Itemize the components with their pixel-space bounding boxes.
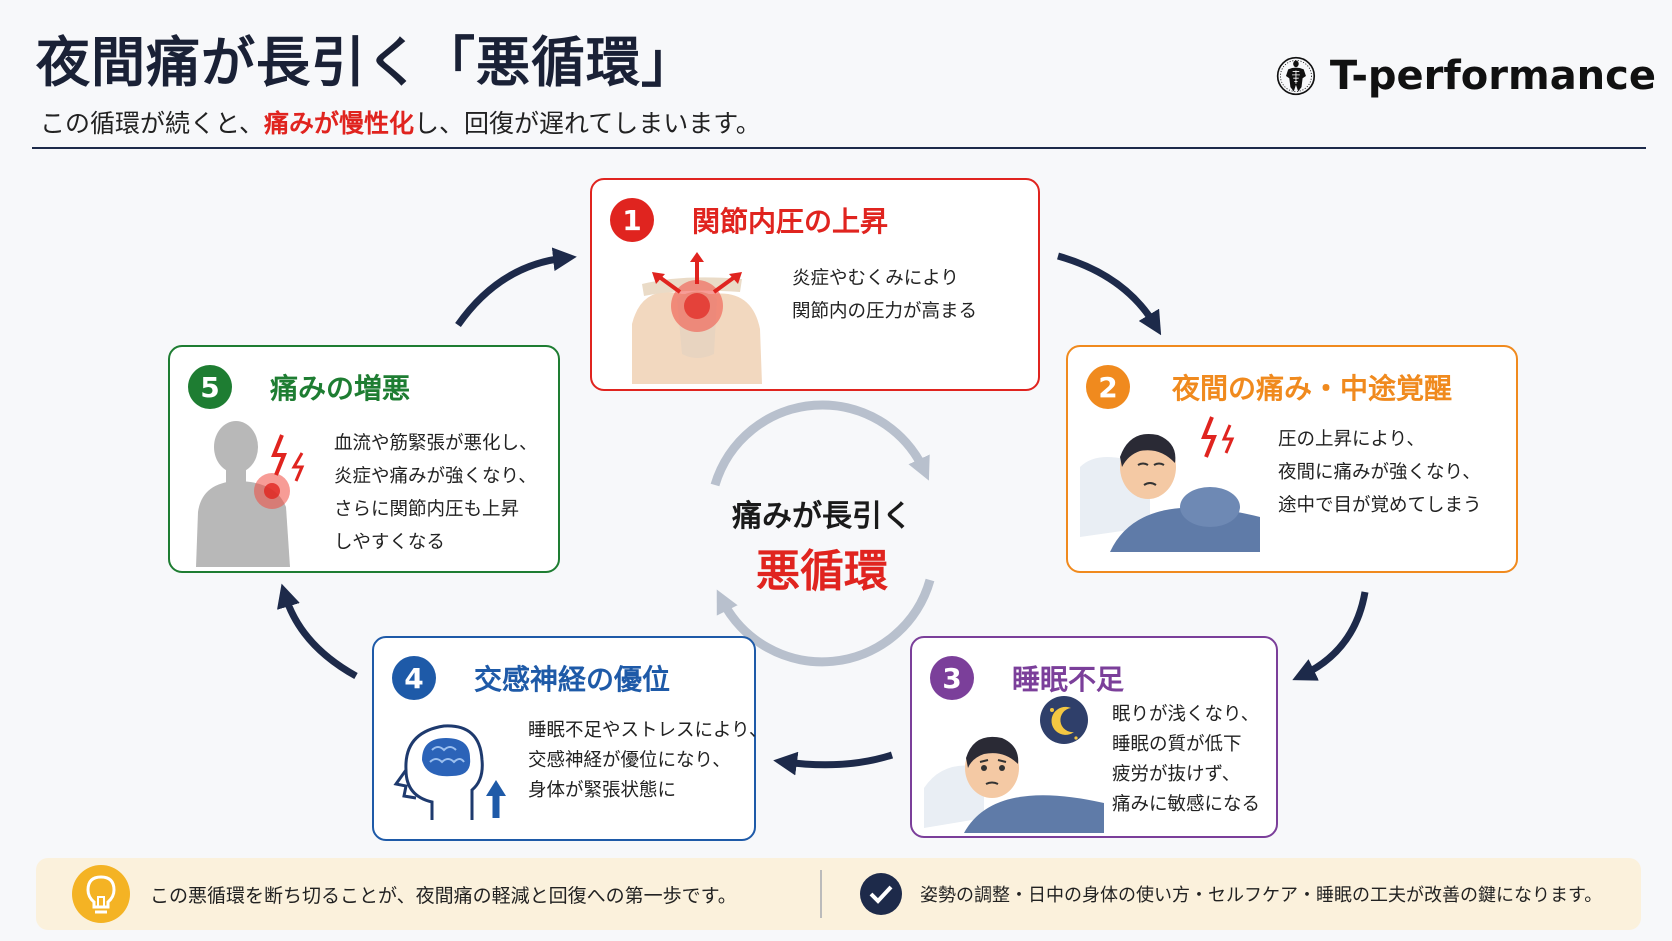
checkmark-icon xyxy=(860,873,902,915)
step-description: 睡眠不足やストレスにより、 交感神経が優位になり、 身体が緊張状態に xyxy=(528,720,768,801)
step-title: 関節内圧の上昇 xyxy=(692,205,889,238)
page-subtitle: この循環が続くと、痛みが慢性化し、回復が遅れてしまいます。 xyxy=(40,104,761,140)
waking-in-pain-icon xyxy=(1080,416,1260,552)
step-card-5: 5 痛みの増悪 血流や筋緊張が悪化し、 炎症や痛みが強くなり、 さらに関節内圧も… xyxy=(168,345,560,573)
step-number: 4 xyxy=(392,656,436,700)
brand-logo: T-performance xyxy=(1276,36,1656,116)
step-title: 睡眠不足 xyxy=(1012,663,1125,696)
page-title: 夜間痛が長引く「悪循環」 xyxy=(36,31,696,94)
arrow-1-to-2 xyxy=(1057,252,1162,336)
step-title: 痛みの増悪 xyxy=(270,372,411,405)
step-card-1: 1 関節内圧の上昇 炎症やむくみにより 関節内の圧力が高まる xyxy=(590,178,1040,391)
step-description: 圧の上昇により、 夜間に痛みが強くなり、 途中で目が覚めてしまう xyxy=(1278,429,1482,516)
step-description: 血流や筋緊張が悪化し、 炎症や痛みが強くなり、 さらに関節内圧も上昇 しやすくな… xyxy=(334,433,538,553)
step-card-3: 3 睡眠不足 眠りが浅くなり、 睡眠の質が低下 疲労が抜けず、 痛みに敏感になる xyxy=(910,636,1278,838)
step-description: 炎症やむくみにより 関節内の圧力が高まる xyxy=(792,268,978,322)
shoulder-pain-body-icon xyxy=(196,421,305,567)
arrow-3-to-4 xyxy=(773,751,894,776)
brain-head-icon xyxy=(393,724,506,820)
step-number: 1 xyxy=(610,198,654,242)
logo-text: T-performance xyxy=(1329,53,1656,99)
step-card-4: 4 交感神経の優位 睡眠不足やストレスにより、 交感神経が優位になり、 身体が緊… xyxy=(372,636,767,841)
arrow-5-to-1 xyxy=(455,247,577,328)
center-label-line2: 悪循環 xyxy=(756,546,888,597)
step-number: 2 xyxy=(1086,365,1130,409)
step-title: 夜間の痛み・中途覚醒 xyxy=(1172,372,1453,405)
step-card-2: 2 夜間の痛み・中途覚醒 圧の上昇により、 夜間に痛みが強くなり、 途中で目が覚… xyxy=(1066,345,1518,573)
arrow-4-to-5 xyxy=(277,583,358,680)
lightbulb-icon xyxy=(72,865,130,923)
step-number: 3 xyxy=(930,656,974,700)
footer-separator xyxy=(820,870,822,918)
footer-message-right: 姿勢の調整・日中の身体の使い方・セルフケア・睡眠の工夫が改善の鍵になります。 xyxy=(920,885,1603,906)
subtitle-pre: この循環が続くと、 xyxy=(40,109,265,138)
arrow-2-to-3 xyxy=(1292,591,1369,681)
center-arc-top xyxy=(710,400,930,487)
step-title: 交感神経の優位 xyxy=(474,663,671,696)
header-divider xyxy=(32,147,1646,149)
muscle-body-logo-icon xyxy=(1276,56,1316,96)
step-number: 5 xyxy=(188,365,232,409)
subtitle-post: し、回復が遅れてしまいます。 xyxy=(414,109,761,138)
sleepless-person-icon xyxy=(924,696,1104,833)
subtitle-highlight: 痛みが慢性化 xyxy=(264,109,415,138)
footer-banner: この悪循環を断ち切ることが、夜間痛の軽減と回復への第一歩です。 姿勢の調整・日中… xyxy=(36,858,1641,930)
shoulder-joint-pressure-icon xyxy=(632,252,762,384)
footer-message-left: この悪循環を断ち切ることが、夜間痛の軽減と回復への第一歩です。 xyxy=(150,885,737,907)
center-label-line1: 痛みが長引く xyxy=(732,499,912,534)
step-description: 眠りが浅くなり、 睡眠の質が低下 疲労が抜けず、 痛みに敏感になる xyxy=(1112,704,1261,815)
